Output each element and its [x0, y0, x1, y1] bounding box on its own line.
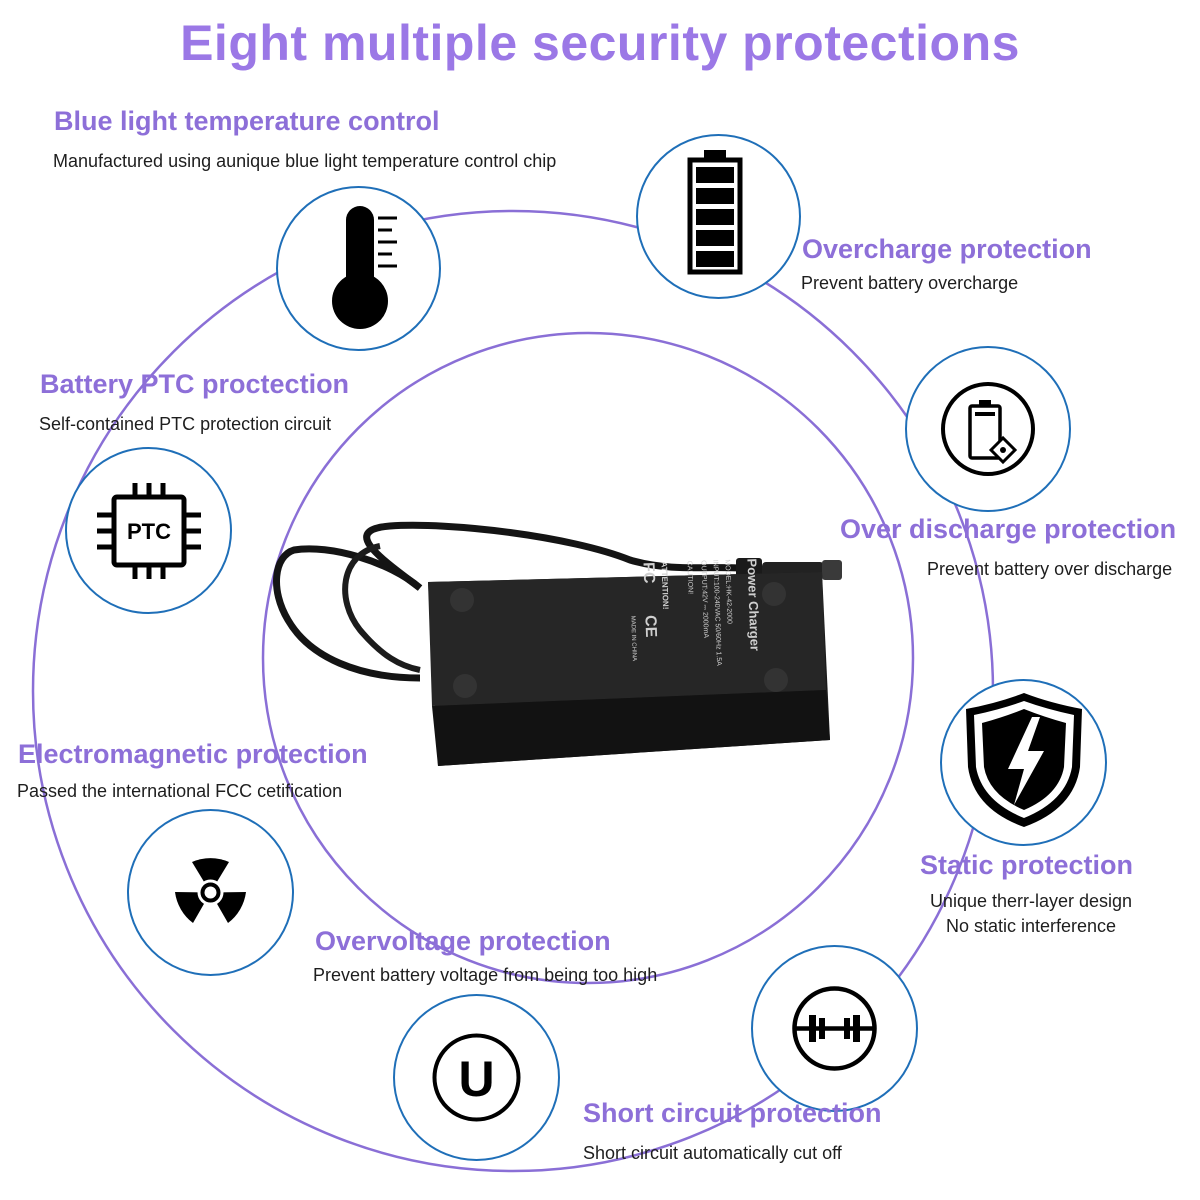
lightning-shield-icon — [940, 679, 1107, 846]
charger-attention: ATTENTION! — [659, 561, 670, 609]
thermometer-icon — [276, 186, 441, 351]
chip-icon: PTC — [65, 447, 232, 614]
charger-made-in: MADE IN CHINA — [629, 616, 637, 662]
charger-fc-mark: FC — [639, 562, 657, 584]
feature-desc-short-circuit: Short circuit automatically cut off — [583, 1143, 842, 1163]
charger-label: Power Charger — [744, 558, 762, 651]
feature-title-ptc: Battery PTC proctection — [40, 369, 350, 399]
feature-desc-over-discharge: Prevent battery over discharge — [927, 559, 1173, 579]
battery-full-icon — [636, 134, 801, 299]
feature-desc-electromagnetic: Passed the international FCC cetificatio… — [17, 781, 343, 801]
feature-desc-static: Unique therr-layer design No static inte… — [922, 889, 1140, 939]
charger-model: MODEL:HK-42-2000 — [723, 559, 732, 624]
feature-desc-static-line-1: Unique therr-layer design — [929, 891, 1133, 911]
feature-desc-overcharge: Prevent battery overcharge — [801, 273, 1019, 293]
inner-ring — [261, 331, 915, 985]
u-circle-icon-label: U — [458, 1051, 494, 1107]
feature-title-over-discharge: Over discharge protection — [840, 514, 1177, 544]
feature-desc-static-line-2: No static interference — [945, 916, 1117, 936]
feature-title-overcharge: Overcharge protection — [802, 234, 1092, 264]
feature-desc-ptc: Self-contained PTC protection circuit — [39, 414, 332, 434]
charger-caution: CAUTION! — [685, 561, 693, 595]
charger-input: INPUT:100-240VAC 50/60Hz 1.5A — [711, 560, 722, 667]
charger-ce-mark: CE — [641, 615, 659, 638]
battery-shield-icon — [905, 346, 1071, 512]
page-title: Eight multiple security protections — [180, 15, 1020, 71]
feature-title-electromagnetic: Electromagnetic protection — [18, 739, 368, 769]
feature-title-static: Static protection — [920, 850, 1134, 880]
charger-output: OUTPUT:42V ⎓ 2000mA — [699, 560, 709, 638]
radiation-icon — [127, 809, 294, 976]
feature-desc-overvoltage: Prevent battery voltage from being too h… — [313, 965, 658, 985]
feature-desc-blue-light: Manufactured using aunique blue light te… — [53, 151, 557, 171]
power-charger-image: Power Charger MODEL:HK-42-2000 INPUT:100… — [273, 521, 842, 766]
feature-title-blue-light: Blue light temperature control — [54, 106, 440, 136]
u-circle-icon: U — [393, 994, 560, 1161]
chip-icon-label: PTC — [127, 519, 171, 544]
feature-title-overvoltage: Overvoltage protection — [315, 926, 611, 956]
feature-title-short-circuit: Short circuit protection — [583, 1098, 882, 1128]
resistor-icon — [751, 945, 918, 1112]
